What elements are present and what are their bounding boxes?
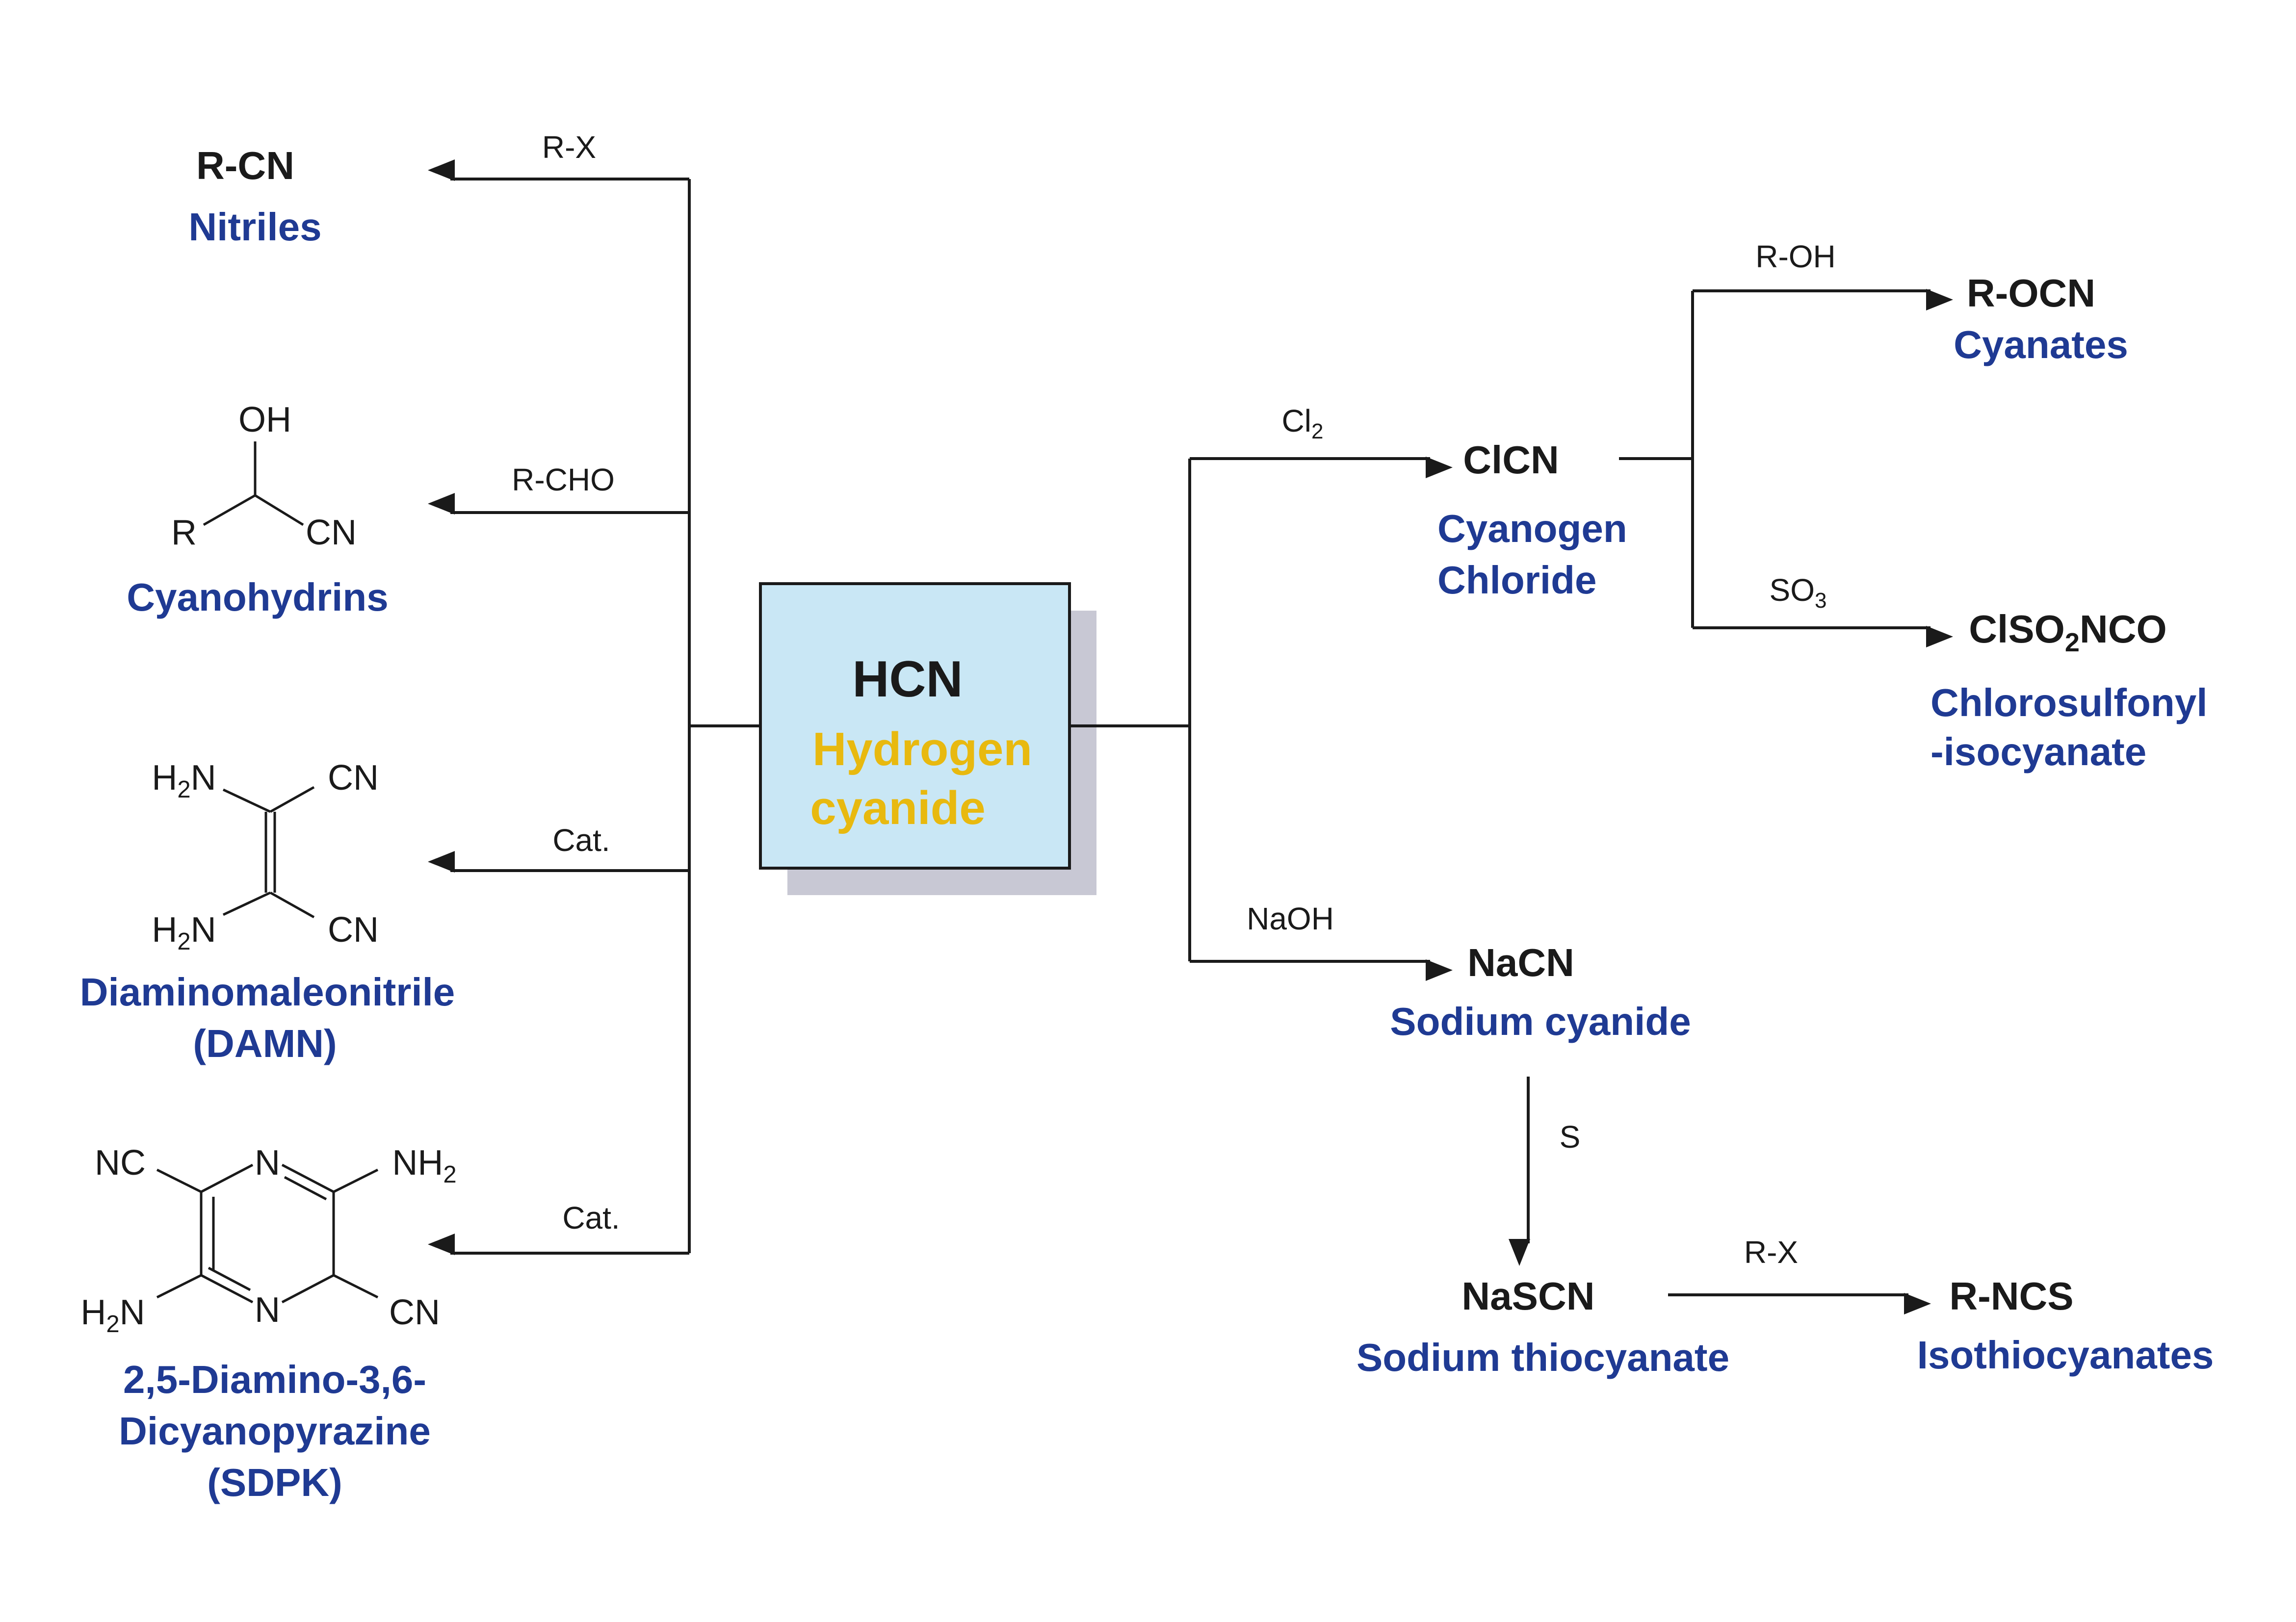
- bond-h2n: [156, 1274, 202, 1299]
- name-damn-line2: (DAMN): [193, 1022, 337, 1065]
- name-sdpk-line1: 2,5-Diamino-3,6-: [123, 1358, 426, 1401]
- atom-oh: OH: [238, 400, 291, 439]
- atom-cn-top: CN: [328, 758, 379, 798]
- name-clcn-line1: Cyanogen: [1437, 507, 1627, 550]
- reagent-cat-sdpk: Cat.: [562, 1200, 620, 1236]
- name-damn-line1: Diaminomaleonitrile: [80, 970, 455, 1014]
- name-nitriles: Nitriles: [188, 205, 321, 249]
- reagent-roh: R-OH: [1755, 239, 1836, 274]
- bond-nc: [156, 1168, 202, 1193]
- ring-bond-1: [200, 1163, 254, 1193]
- atom-cn: CN: [306, 513, 357, 552]
- reagent-so3: SO3: [1770, 572, 1827, 613]
- name-sodium-thiocyanate: Sodium thiocyanate: [1357, 1336, 1729, 1379]
- atom-cn: CN: [389, 1293, 440, 1332]
- name-chlorosulfonyl-line2: -isocyanate: [1931, 730, 2146, 773]
- reagent-rcho: R-CHO: [512, 462, 615, 497]
- hcn-name-line1: Hydrogen: [812, 723, 1032, 775]
- name-cyanohydrins: Cyanohydrins: [127, 575, 388, 619]
- atom-nc: NC: [95, 1143, 146, 1183]
- formula-clso2nco: ClSO2NCO: [1969, 607, 2166, 657]
- atom-h2n-top: H2N: [152, 758, 216, 803]
- formula-rocn: R-OCN: [1967, 271, 2095, 315]
- name-cyanates: Cyanates: [1954, 323, 2128, 366]
- bond-cn-top: [269, 786, 315, 813]
- cyanohydrin-structure: OH R CN: [171, 400, 357, 552]
- atom-n-top: N: [255, 1143, 280, 1183]
- hcn-name-line2: cyanide: [810, 782, 986, 834]
- ring-bond-2: [281, 1163, 335, 1193]
- bond-h2n-bottom: [222, 891, 271, 916]
- formula-rncs: R-NCS: [1949, 1274, 2073, 1318]
- reagent-cl2: Cl2: [1282, 403, 1324, 443]
- formula-nascn: NaSCN: [1461, 1274, 1594, 1318]
- name-sodium-cyanide: Sodium cyanide: [1390, 1000, 1691, 1043]
- name-sdpk-line2: Dicyanopyrazine: [119, 1409, 431, 1453]
- bond-r-c: [203, 494, 256, 526]
- reagent-naoh: NaOH: [1247, 901, 1334, 936]
- atom-r: R: [171, 513, 197, 552]
- reagent-s: S: [1560, 1119, 1581, 1155]
- reagent-rx-nitriles: R-X: [542, 129, 596, 165]
- atom-nh2: NH2: [392, 1143, 456, 1188]
- ring-bond-5: [200, 1274, 254, 1304]
- formula-rcn: R-CN: [196, 144, 294, 187]
- bond-cn-bottom: [269, 891, 315, 919]
- sdpk-structure: NC N NH2 H2N N CN: [80, 1143, 456, 1338]
- atom-h2n-bottom: H2N: [152, 910, 216, 955]
- bond-nh2: [333, 1168, 379, 1193]
- name-clcn-line2: Chloride: [1437, 558, 1596, 602]
- atom-h2n: H2N: [80, 1293, 145, 1338]
- reagent-cat-damn: Cat.: [552, 823, 610, 858]
- bond-cn: [333, 1274, 379, 1299]
- name-isothiocyanates: Isothiocyanates: [1917, 1333, 2214, 1377]
- formula-nacn: NaCN: [1467, 941, 1574, 984]
- hcn-formula: HCN: [852, 651, 963, 708]
- formula-clcn: ClCN: [1463, 438, 1559, 482]
- atom-cn-bottom: CN: [328, 910, 379, 950]
- hcn-box: [759, 582, 1071, 870]
- ring-bond-2b: [284, 1176, 327, 1201]
- ring-bond-4: [281, 1274, 335, 1304]
- atom-n-bottom: N: [255, 1290, 280, 1330]
- ring-bond-5b: [208, 1266, 251, 1291]
- bond-h2n-top: [222, 788, 271, 813]
- damn-structure: H2N CN H2N CN: [152, 758, 379, 955]
- name-sdpk-line3: (SDPK): [207, 1461, 342, 1504]
- reagent-rx-rncs: R-X: [1744, 1235, 1798, 1270]
- bond-c-cn: [254, 494, 304, 526]
- name-chlorosulfonyl-line1: Chlorosulfonyl: [1931, 681, 2207, 724]
